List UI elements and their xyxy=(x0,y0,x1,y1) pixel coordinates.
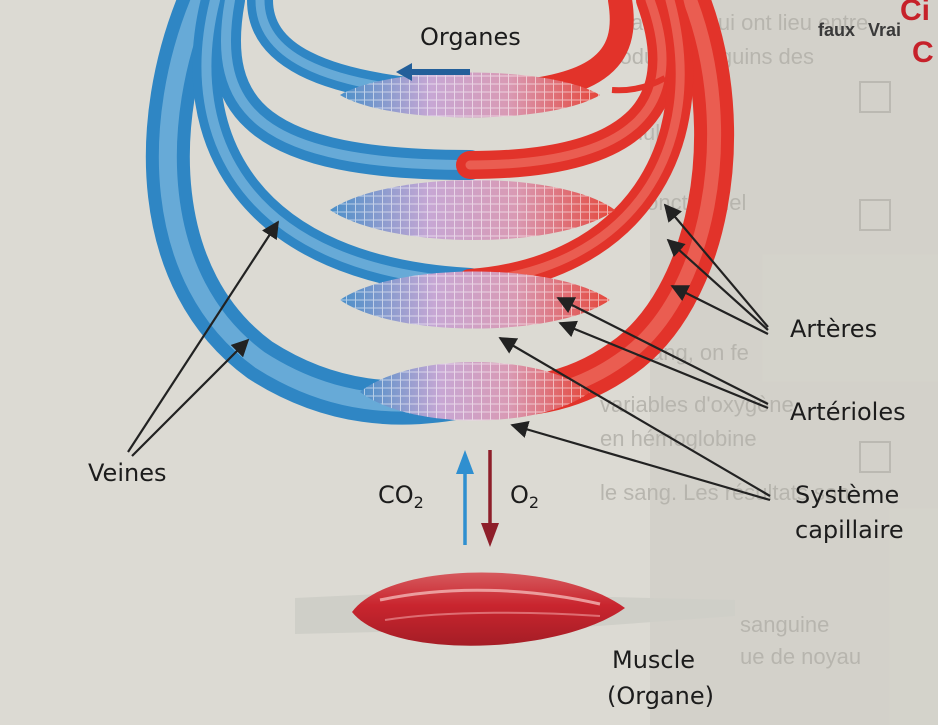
arrow-up-icon-head xyxy=(456,450,474,474)
label-organe-paren: (Organe) xyxy=(607,682,714,710)
label-capillaire: capillaire xyxy=(795,516,904,544)
co2-subscript: 2 xyxy=(414,493,424,512)
arrow-down-icon-head xyxy=(481,523,499,547)
label-organes: Organes xyxy=(420,23,521,51)
label-muscle: Muscle xyxy=(612,646,695,674)
svg-text:ue de noyau: ue de noyau xyxy=(740,644,861,669)
page-header-fragment-2: C xyxy=(912,36,934,69)
column-vrai: Vrai xyxy=(868,20,901,40)
label-veines: Veines xyxy=(88,459,166,487)
svg-text:sanguine: sanguine xyxy=(740,612,829,637)
label-systeme: Système xyxy=(795,481,899,509)
label-co2: CO2 xyxy=(378,481,424,512)
o2-subscript: 2 xyxy=(529,493,539,512)
o2-base: O xyxy=(510,481,529,509)
label-arteres: Artères xyxy=(790,315,877,343)
label-o2: O2 xyxy=(510,481,539,512)
co2-base: CO xyxy=(378,481,414,509)
column-faux: faux xyxy=(818,20,855,40)
page-header-fragment: Ci xyxy=(900,0,930,27)
label-arterioles: Artérioles xyxy=(790,398,906,426)
svg-text:en hémoglobine: en hémoglobine xyxy=(600,426,757,451)
